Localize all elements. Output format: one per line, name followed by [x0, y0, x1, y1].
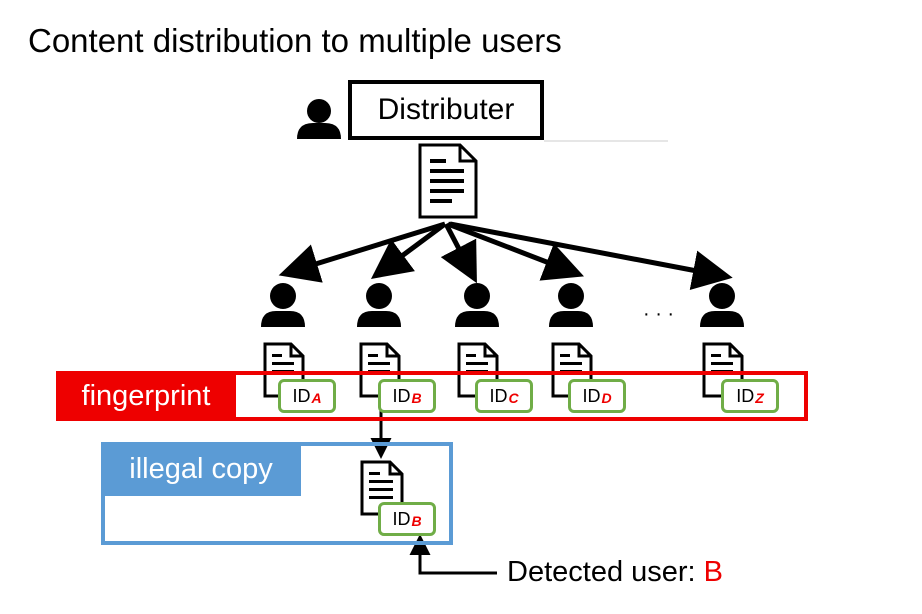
arrow-to-user-z [449, 221, 733, 290]
person-icon [455, 283, 499, 327]
person-icon [700, 283, 744, 327]
document-icon [418, 143, 478, 219]
arrow-to-user-b [370, 221, 447, 279]
arrow-to-user-a [278, 221, 446, 283]
detection-arrow [409, 534, 497, 575]
distributer-box: Distributer [348, 80, 544, 140]
page-title: Content distribution to multiple users [28, 22, 562, 59]
person-icon [261, 283, 305, 327]
person-icon [549, 283, 593, 327]
detected-user: Detected user:B [507, 556, 723, 589]
illegal-copy-document-icon [360, 460, 404, 516]
distributer-label: Distributer [377, 93, 515, 126]
detected-label: Detected user: [507, 556, 696, 588]
fingerprint-label: fingerprint [56, 371, 236, 421]
person-icon [297, 99, 341, 139]
arrow-to-user-c [440, 222, 477, 284]
person-icon [357, 283, 401, 327]
ellipsis: · · · [643, 303, 674, 325]
arrow-to-user-d [447, 221, 584, 281]
illegal-copy-label: illegal copy [101, 442, 301, 496]
detected-user-id: B [703, 556, 723, 588]
